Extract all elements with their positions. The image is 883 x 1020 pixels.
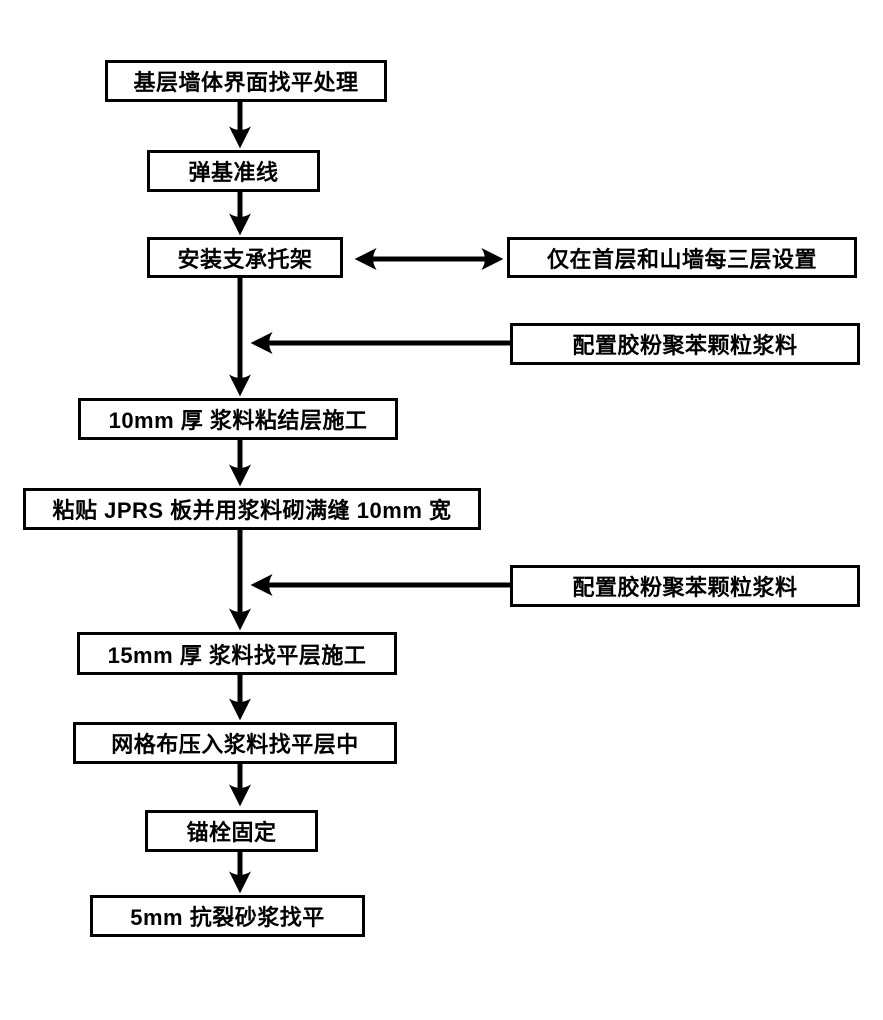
flow-step-mesh-cloth: 网格布压入浆料找平层中 — [73, 722, 397, 764]
flow-step-anticrack-mortar: 5mm 抗裂砂浆找平 — [90, 895, 365, 937]
flow-step-anchor-bolt: 锚栓固定 — [145, 810, 318, 852]
flow-step-install-brackets: 安装支承托架 — [147, 237, 343, 278]
flow-step-datum-line: 弹基准线 — [147, 150, 320, 192]
flow-step-paste-jprs-board: 粘贴 JPRS 板并用浆料砌满缝 10mm 宽 — [23, 488, 481, 530]
flow-step-leveling-layer: 15mm 厚 浆料找平层施工 — [77, 632, 397, 675]
flow-step-bonding-layer: 10mm 厚 浆料粘结层施工 — [78, 398, 398, 440]
side-note-slurry-preparation-1: 配置胶粉聚苯颗粒浆料 — [510, 323, 860, 365]
side-note-slurry-preparation-2: 配置胶粉聚苯颗粒浆料 — [510, 565, 860, 607]
side-note-bracket-placement: 仅在首层和山墙每三层设置 — [507, 237, 857, 278]
flow-step-base-wall-leveling: 基层墙体界面找平处理 — [105, 60, 387, 102]
